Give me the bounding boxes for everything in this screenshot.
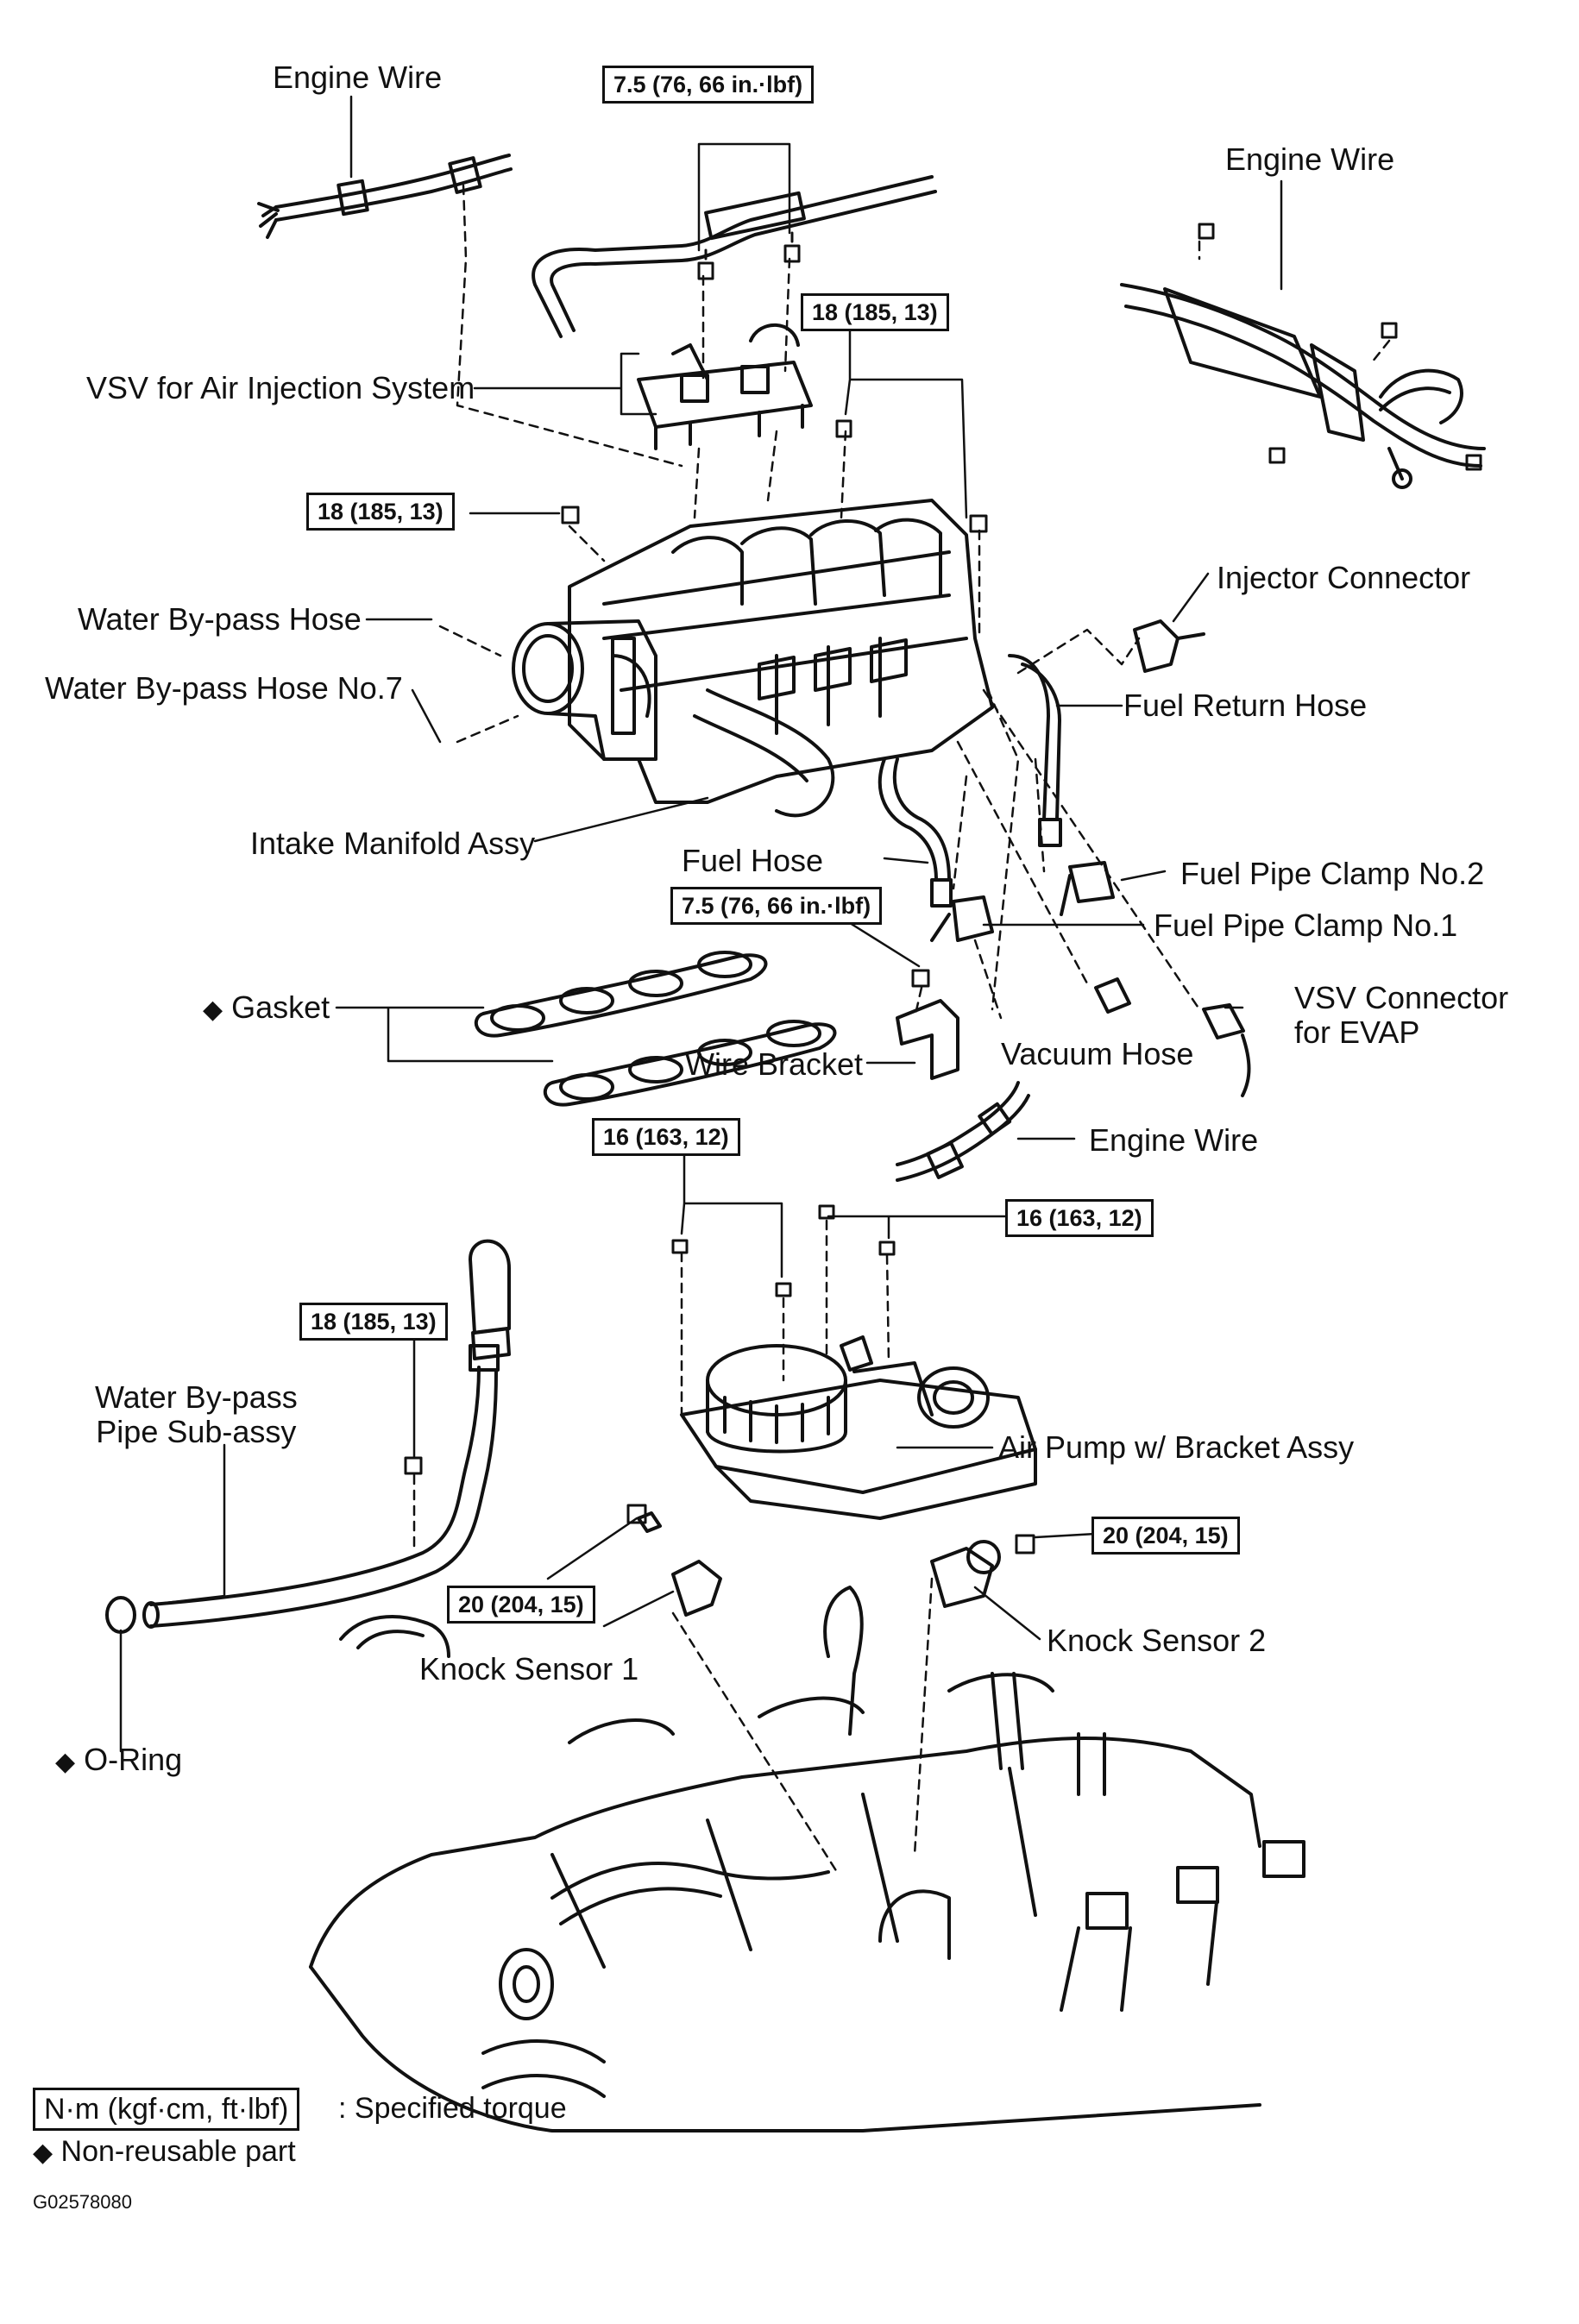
engine-block-part: [309, 1586, 1305, 2132]
hose-top: [532, 175, 937, 338]
label-engine-wire-top-left: Engine Wire: [273, 60, 443, 95]
knock-sensor-1-part: [637, 1511, 722, 1617]
torque-box-7-5-top: 7.5 (76, 66 in.·lbf): [602, 66, 815, 104]
fuel-pipe-clamp-parts: [930, 861, 1115, 942]
injector-connector-part: [1133, 619, 1205, 673]
label-fuel-pipe-clamp-no2: Fuel Pipe Clamp No.2: [1180, 856, 1485, 891]
torque-box-18-pipe: 18 (185, 13): [299, 1303, 448, 1341]
o-ring-part: [105, 1596, 136, 1634]
label-water-bypass-hose-no7: Water By-pass Hose No.7: [45, 670, 403, 706]
label-engine-wire-middle: Engine Wire: [1089, 1122, 1259, 1158]
vacuum-hose-part: [1094, 977, 1131, 1014]
vsv-connector-evap-part: [1202, 1003, 1251, 1097]
assembly-lines: [412, 184, 1391, 1874]
label-injector-connector: Injector Connector: [1217, 560, 1471, 595]
label-o-ring: ◆ O-Ring: [55, 1743, 182, 1780]
legend-non-reusable: ◆ Non-reusable part: [33, 2132, 296, 2172]
label-vsv-air-injection: VSV for Air Injection System: [86, 370, 475, 405]
torque-box-16-left: 16 (163, 12): [592, 1118, 740, 1156]
water-bypass-pipe-part: [142, 1239, 511, 1658]
gasket-part: [474, 951, 837, 1107]
label-fuel-return-hose: Fuel Return Hose: [1123, 688, 1368, 723]
non-reusable-marker: ◆: [203, 996, 223, 1024]
legend-non-reusable-text: Non-reusable part: [60, 2135, 296, 2168]
intake-manifold-part: [512, 499, 994, 818]
non-reusable-marker: ◆: [55, 1748, 76, 1776]
torque-box-18-upper-right: 18 (185, 13): [801, 293, 949, 331]
torque-box-20-knock2: 20 (204, 15): [1091, 1517, 1240, 1555]
fuel-return-hose-part: [1008, 654, 1062, 847]
figure-code: G02578080: [33, 2191, 132, 2213]
non-reusable-marker: ◆: [33, 2139, 53, 2167]
o-ring-label-text: O-Ring: [84, 1742, 183, 1777]
label-knock-sensor-1: Knock Sensor 1: [419, 1651, 639, 1686]
torque-box-16-right: 16 (163, 12): [1005, 1199, 1154, 1237]
vsv-air-injection-part: [637, 323, 813, 450]
torque-box-7-5-mid: 7.5 (76, 66 in.·lbf): [670, 887, 883, 925]
label-wire-bracket: Wire Bracket: [685, 1046, 864, 1082]
knock-sensor-2-part: [930, 1540, 1001, 1608]
label-fuel-pipe-clamp-no1: Fuel Pipe Clamp No.1: [1154, 908, 1458, 943]
label-intake-manifold: Intake Manifold Assy: [250, 826, 536, 861]
torque-box-18-left: 18 (185, 13): [306, 493, 455, 531]
engine-wire-harness-top-left: [257, 154, 513, 239]
gasket-label-text: Gasket: [231, 989, 330, 1025]
label-water-bypass-pipe: Water By-pass Pipe Sub-assy: [95, 1379, 298, 1449]
legend-torque-unit-box: N·m (kgf·cm, ft·lbf): [33, 2088, 300, 2131]
label-knock-sensor-2: Knock Sensor 2: [1047, 1623, 1267, 1658]
legend-torque-description: : Specified torque: [338, 2092, 567, 2125]
engine-wire-harness-middle: [896, 1081, 1030, 1182]
leader-lines: [119, 95, 1283, 1753]
label-vsv-connector-evap: VSV Connector for EVAP: [1294, 980, 1509, 1050]
label-water-bypass-hose: Water By-pass Hose: [78, 601, 362, 637]
label-air-pump: Air Pump w/ Bracket Assy: [998, 1429, 1355, 1465]
label-gasket: ◆ Gasket: [203, 990, 330, 1027]
wire-bracket-part: [896, 999, 959, 1080]
engine-wire-harness-top-right: [1120, 283, 1486, 489]
torque-box-20-knock1: 20 (204, 15): [447, 1586, 595, 1624]
bolts: [404, 223, 1482, 1555]
air-pump-part: [680, 1335, 1037, 1520]
label-vacuum-hose: Vacuum Hose: [1001, 1036, 1194, 1071]
label-fuel-hose: Fuel Hose: [682, 843, 824, 878]
fuel-hose-part: [878, 757, 953, 908]
label-engine-wire-top-right: Engine Wire: [1225, 141, 1395, 177]
